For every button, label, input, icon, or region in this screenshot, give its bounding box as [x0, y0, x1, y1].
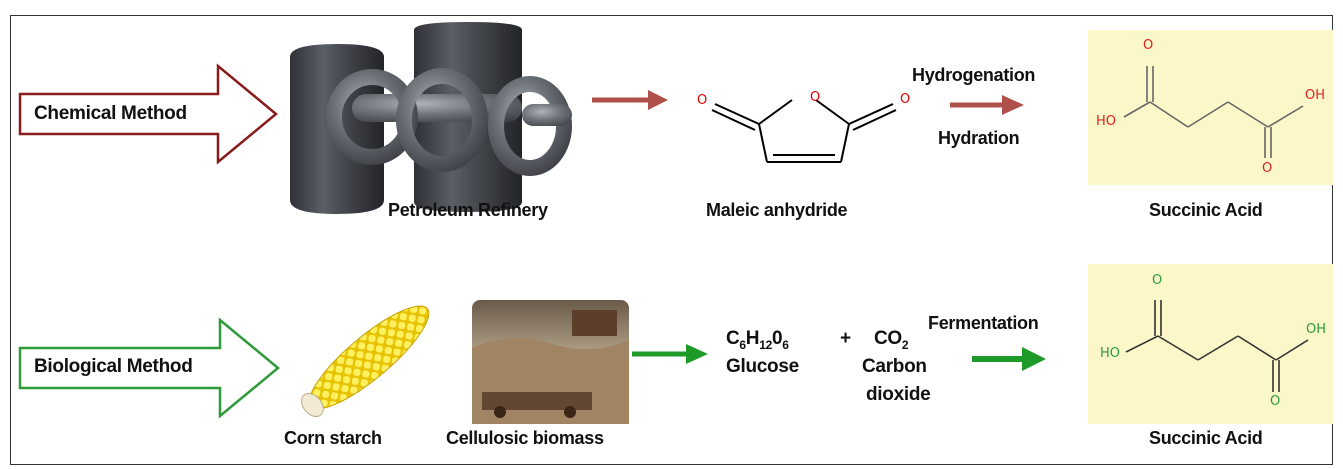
succinic-bottom-ho: HO: [1100, 346, 1121, 361]
succinic-top-ho: HO: [1096, 114, 1117, 129]
cellulosic-biomass-image: [472, 300, 629, 424]
corn-starch-label: Corn starch: [284, 428, 382, 448]
succinic-acid-structure-top: [1123, 66, 1304, 158]
diagram-frame: [10, 15, 1333, 465]
biological-method-label: Biological Method: [34, 356, 193, 377]
succinic-acid-panel-top: [1088, 30, 1333, 185]
hydration-label: Hydration: [938, 128, 1020, 148]
maleic-left-oxygen: O: [697, 93, 708, 108]
arrow-fermentation-to-succinic: [972, 347, 1046, 371]
maleic-anhydride-structure: [711, 99, 897, 163]
glucose-label: Glucose: [726, 356, 799, 377]
succinic-top-oxygen-down: O: [1262, 161, 1273, 176]
hydrogenation-label: Hydrogenation: [912, 65, 1036, 85]
succinic-bottom-oh: OH: [1306, 322, 1327, 337]
petroleum-refinery-label: Petroleum Refinery: [388, 200, 548, 220]
fermentation-label: Fermentation: [928, 313, 1039, 333]
succinic-top-oh: OH: [1305, 88, 1326, 103]
maleic-right-oxygen: O: [900, 92, 911, 107]
arrow-refinery-to-maleic: [592, 90, 668, 110]
corn-cob-icon: [301, 305, 430, 418]
co2-formula: CO2: [874, 328, 909, 352]
succinic-bottom-oxygen-up: O: [1152, 273, 1163, 288]
petroleum-refinery-icon: [290, 22, 572, 214]
succinic-acid-label-top: Succinic Acid: [1149, 200, 1263, 220]
succinic-bottom-oxygen-down: O: [1270, 394, 1281, 409]
carbon-label: Carbon: [862, 356, 927, 377]
maleic-ring-oxygen: O: [810, 90, 821, 105]
arrow-biomass-to-glucose: [632, 344, 708, 364]
succinic-top-oxygen-up: O: [1143, 38, 1154, 53]
arrow-maleic-to-succinic: [950, 95, 1024, 115]
biological-method-arrow: [18, 317, 280, 419]
succinic-acid-structure-bottom: [1125, 300, 1309, 392]
succinic-acid-panel-bottom: [1088, 264, 1333, 424]
chemical-method-arrow: [18, 63, 278, 165]
plus-sign: +: [840, 328, 851, 349]
succinic-acid-label-bottom: Succinic Acid: [1149, 428, 1263, 448]
maleic-anhydride-label: Maleic anhydride: [706, 200, 848, 220]
chemical-method-label: Chemical Method: [34, 103, 187, 124]
dioxide-label: dioxide: [866, 384, 931, 405]
glucose-formula: C6H1206: [726, 328, 789, 352]
cellulosic-biomass-label: Cellulosic biomass: [446, 428, 604, 448]
